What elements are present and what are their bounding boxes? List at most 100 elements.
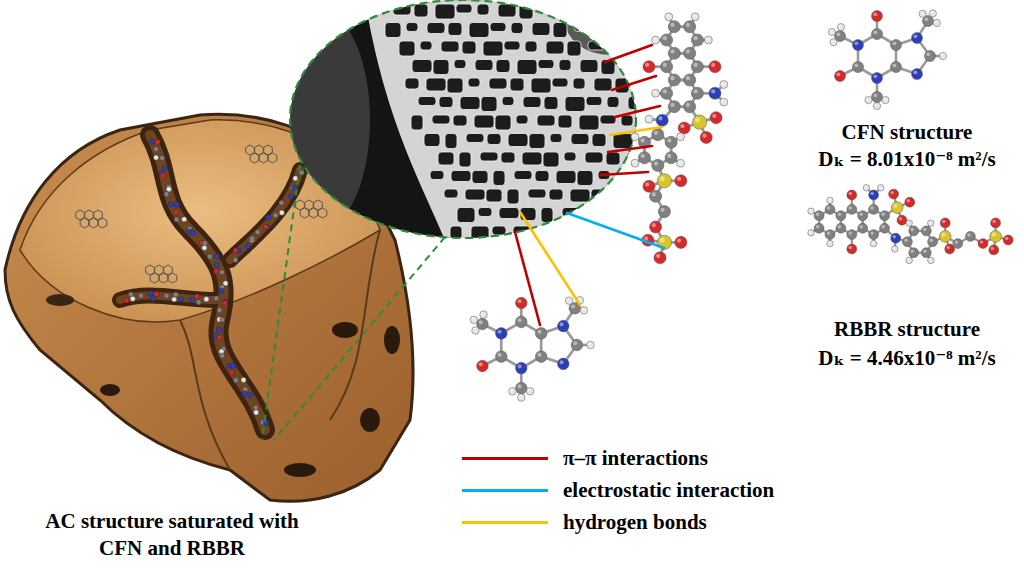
- atom-ball: [978, 239, 988, 249]
- atom-highlight: [830, 30, 833, 33]
- atom-ball: [661, 61, 673, 73]
- atom-highlight: [567, 298, 570, 301]
- adsorbed-atom: [229, 370, 234, 375]
- atom-highlight: [706, 37, 709, 40]
- atom-highlight: [929, 221, 931, 223]
- atom-highlight: [859, 212, 862, 215]
- pore: [360, 408, 380, 432]
- atom-highlight: [479, 320, 483, 324]
- atom-highlight: [481, 312, 484, 315]
- atom-highlight: [588, 343, 591, 346]
- adsorbed-atom: [255, 229, 260, 234]
- sem-pore: [519, 4, 533, 19]
- atom-ball: [928, 220, 934, 226]
- atom-ball: [836, 223, 846, 233]
- atom: [691, 61, 703, 73]
- adsorbed-atom: [196, 300, 201, 305]
- sem-pore: [621, 115, 633, 126]
- atom-ball: [808, 230, 814, 236]
- sem-pore: [544, 97, 558, 110]
- atom: [847, 190, 857, 200]
- adsorbed-atom: [173, 292, 178, 297]
- adsorbed-atom: [231, 363, 236, 368]
- sem-pore: [607, 97, 619, 108]
- molecule-name: RBBR structure: [834, 316, 980, 343]
- atom-ball: [858, 223, 868, 233]
- sem-pore: [570, 189, 590, 202]
- atom-ball: [835, 71, 846, 82]
- atom-highlight: [870, 231, 873, 234]
- atom-ball: [665, 13, 673, 21]
- atom: [827, 197, 833, 203]
- atom: [912, 33, 923, 44]
- atom: [496, 328, 508, 340]
- atom: [684, 47, 696, 59]
- sem-pore: [603, 4, 621, 19]
- sem-pore: [510, 78, 524, 91]
- sem-pore: [585, 152, 603, 163]
- atom-ball: [677, 159, 685, 167]
- atom-ball: [872, 11, 883, 22]
- atom: [847, 244, 857, 254]
- adsorbed-atom: [172, 297, 177, 302]
- rbbr-model: [808, 185, 1013, 264]
- sem-pore: [622, 60, 642, 69]
- atom-highlight: [702, 134, 706, 138]
- atom-highlight: [859, 225, 862, 228]
- adsorbed-cluster: [76, 210, 107, 228]
- atom-ball: [587, 341, 595, 349]
- atom-highlight: [537, 330, 541, 334]
- atom-ball: [571, 339, 583, 351]
- atom: [978, 239, 988, 249]
- atom: [828, 28, 835, 35]
- sem-pore: [580, 60, 598, 73]
- atom-ball: [872, 29, 883, 40]
- atom-highlight: [849, 231, 852, 234]
- interaction-lines: [515, 45, 664, 325]
- sem-pore: [529, 134, 545, 149]
- atom-highlight: [510, 389, 513, 392]
- atom-highlight: [652, 223, 656, 227]
- adsorbed-atom: [164, 192, 169, 197]
- atom: [858, 211, 868, 221]
- atom: [909, 248, 919, 258]
- atom-ball: [965, 231, 975, 241]
- atom: [939, 52, 946, 59]
- atom-highlight: [920, 11, 923, 14]
- adsorbed-atom: [233, 248, 238, 253]
- adsorbed-atom: [253, 405, 258, 410]
- adsorbed-cluster: [246, 145, 277, 163]
- sem-pore: [454, 60, 466, 69]
- atom-ball: [652, 129, 664, 141]
- sem-pore: [559, 60, 571, 71]
- atom-highlight: [518, 364, 522, 368]
- atom-ball: [873, 102, 880, 109]
- atom-highlight: [667, 138, 671, 142]
- atom-ball: [516, 297, 528, 309]
- atom-highlight: [677, 238, 681, 242]
- atom: [691, 34, 703, 46]
- adsorbed-atom: [220, 317, 225, 322]
- atom-highlight: [471, 317, 474, 320]
- atom: [872, 92, 883, 103]
- atom: [700, 131, 712, 143]
- atom-ball: [830, 39, 837, 46]
- atom-highlight: [582, 308, 585, 311]
- atom: [835, 71, 846, 82]
- atom-ball: [928, 237, 938, 247]
- atom-highlight: [632, 134, 635, 137]
- atom: [650, 221, 662, 233]
- atom: [631, 159, 639, 167]
- atom: [472, 327, 480, 335]
- adsorbed-atom: [153, 155, 158, 160]
- atom-ball: [921, 226, 931, 236]
- channel-molecules: [149, 139, 268, 425]
- sem-pore: [426, 78, 446, 91]
- atom-highlight: [656, 254, 660, 258]
- atom-ball: [869, 204, 879, 214]
- atom: [1003, 235, 1013, 245]
- electrostatic-line: [567, 213, 664, 248]
- atom-ball: [869, 190, 879, 200]
- atom-highlight: [873, 93, 877, 97]
